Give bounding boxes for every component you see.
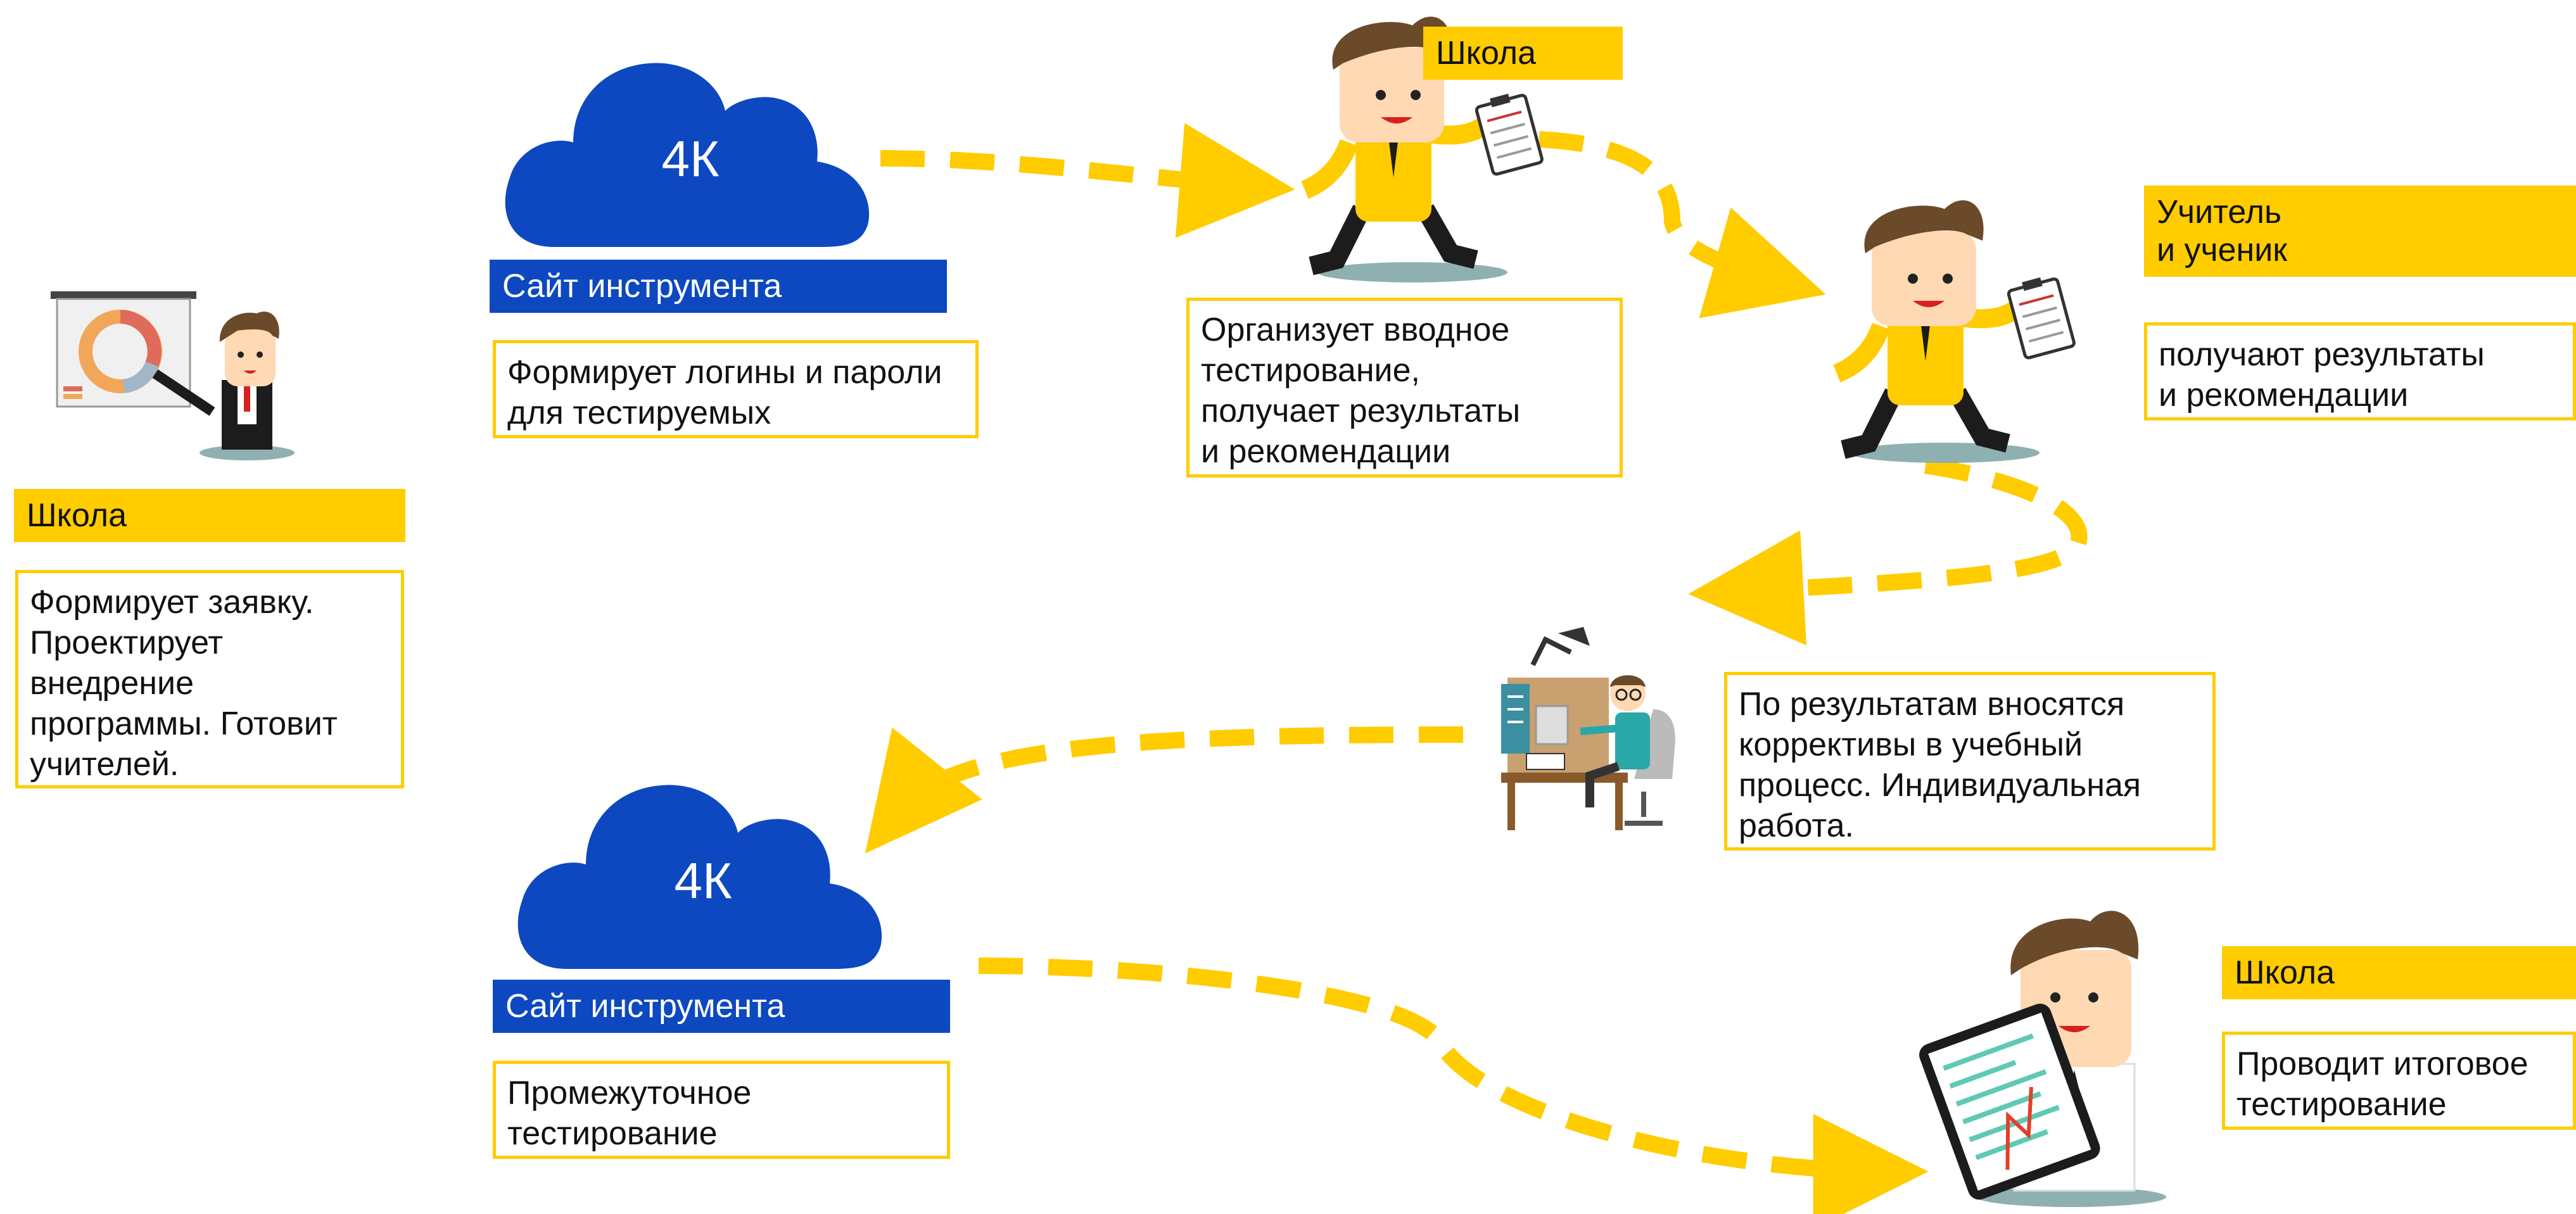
man-with-tablet-icon	[1919, 911, 2166, 1207]
cloud-icon	[517, 785, 882, 969]
intro-test-box: Организует вводное тестирование, получае…	[1186, 298, 1623, 477]
cloud-icon	[505, 63, 870, 247]
school-tag: Школа	[1423, 27, 1623, 80]
intermediate-box: Промежуточное тестирование	[493, 1061, 950, 1159]
presenter-with-chart-icon	[51, 291, 295, 460]
results-box: получают результаты и рекомендации	[2144, 322, 2576, 420]
school-request-box: Формирует заявку. Проектирует внедрение …	[15, 570, 404, 788]
arrow-cloud1-to-school	[880, 123, 1295, 238]
arrow-teacher-to-desk	[1688, 457, 2088, 646]
arrow-cloud2-to-final	[978, 958, 1929, 1214]
site-tag: Сайт инструмента	[490, 260, 947, 313]
man-at-desk-icon	[1501, 627, 1675, 830]
arrow-school-to-teacher	[1539, 131, 1826, 319]
arrow-desk-to-cloud2	[865, 726, 1464, 854]
logins-box: Формирует логины и пароли для тестируемы…	[493, 340, 979, 438]
running-man-with-clipboard-icon	[1833, 200, 2076, 463]
school-tag: Школа	[14, 489, 405, 542]
corrections-box: По результатам вносятся коррективы в уче…	[1724, 672, 2216, 850]
flow-arrows	[865, 123, 2088, 1214]
final-box: Проводит итоговое тестирование	[2222, 1032, 2576, 1130]
teacher-student-tag: Учитель и ученик	[2144, 186, 2576, 277]
running-man-with-clipboard-icon	[1301, 16, 1544, 282]
cloud-label: 4К	[674, 852, 732, 909]
cloud-label: 4К	[661, 130, 720, 187]
site-tag: Сайт инструмента	[493, 980, 950, 1033]
school-tag: Школа	[2222, 946, 2576, 999]
